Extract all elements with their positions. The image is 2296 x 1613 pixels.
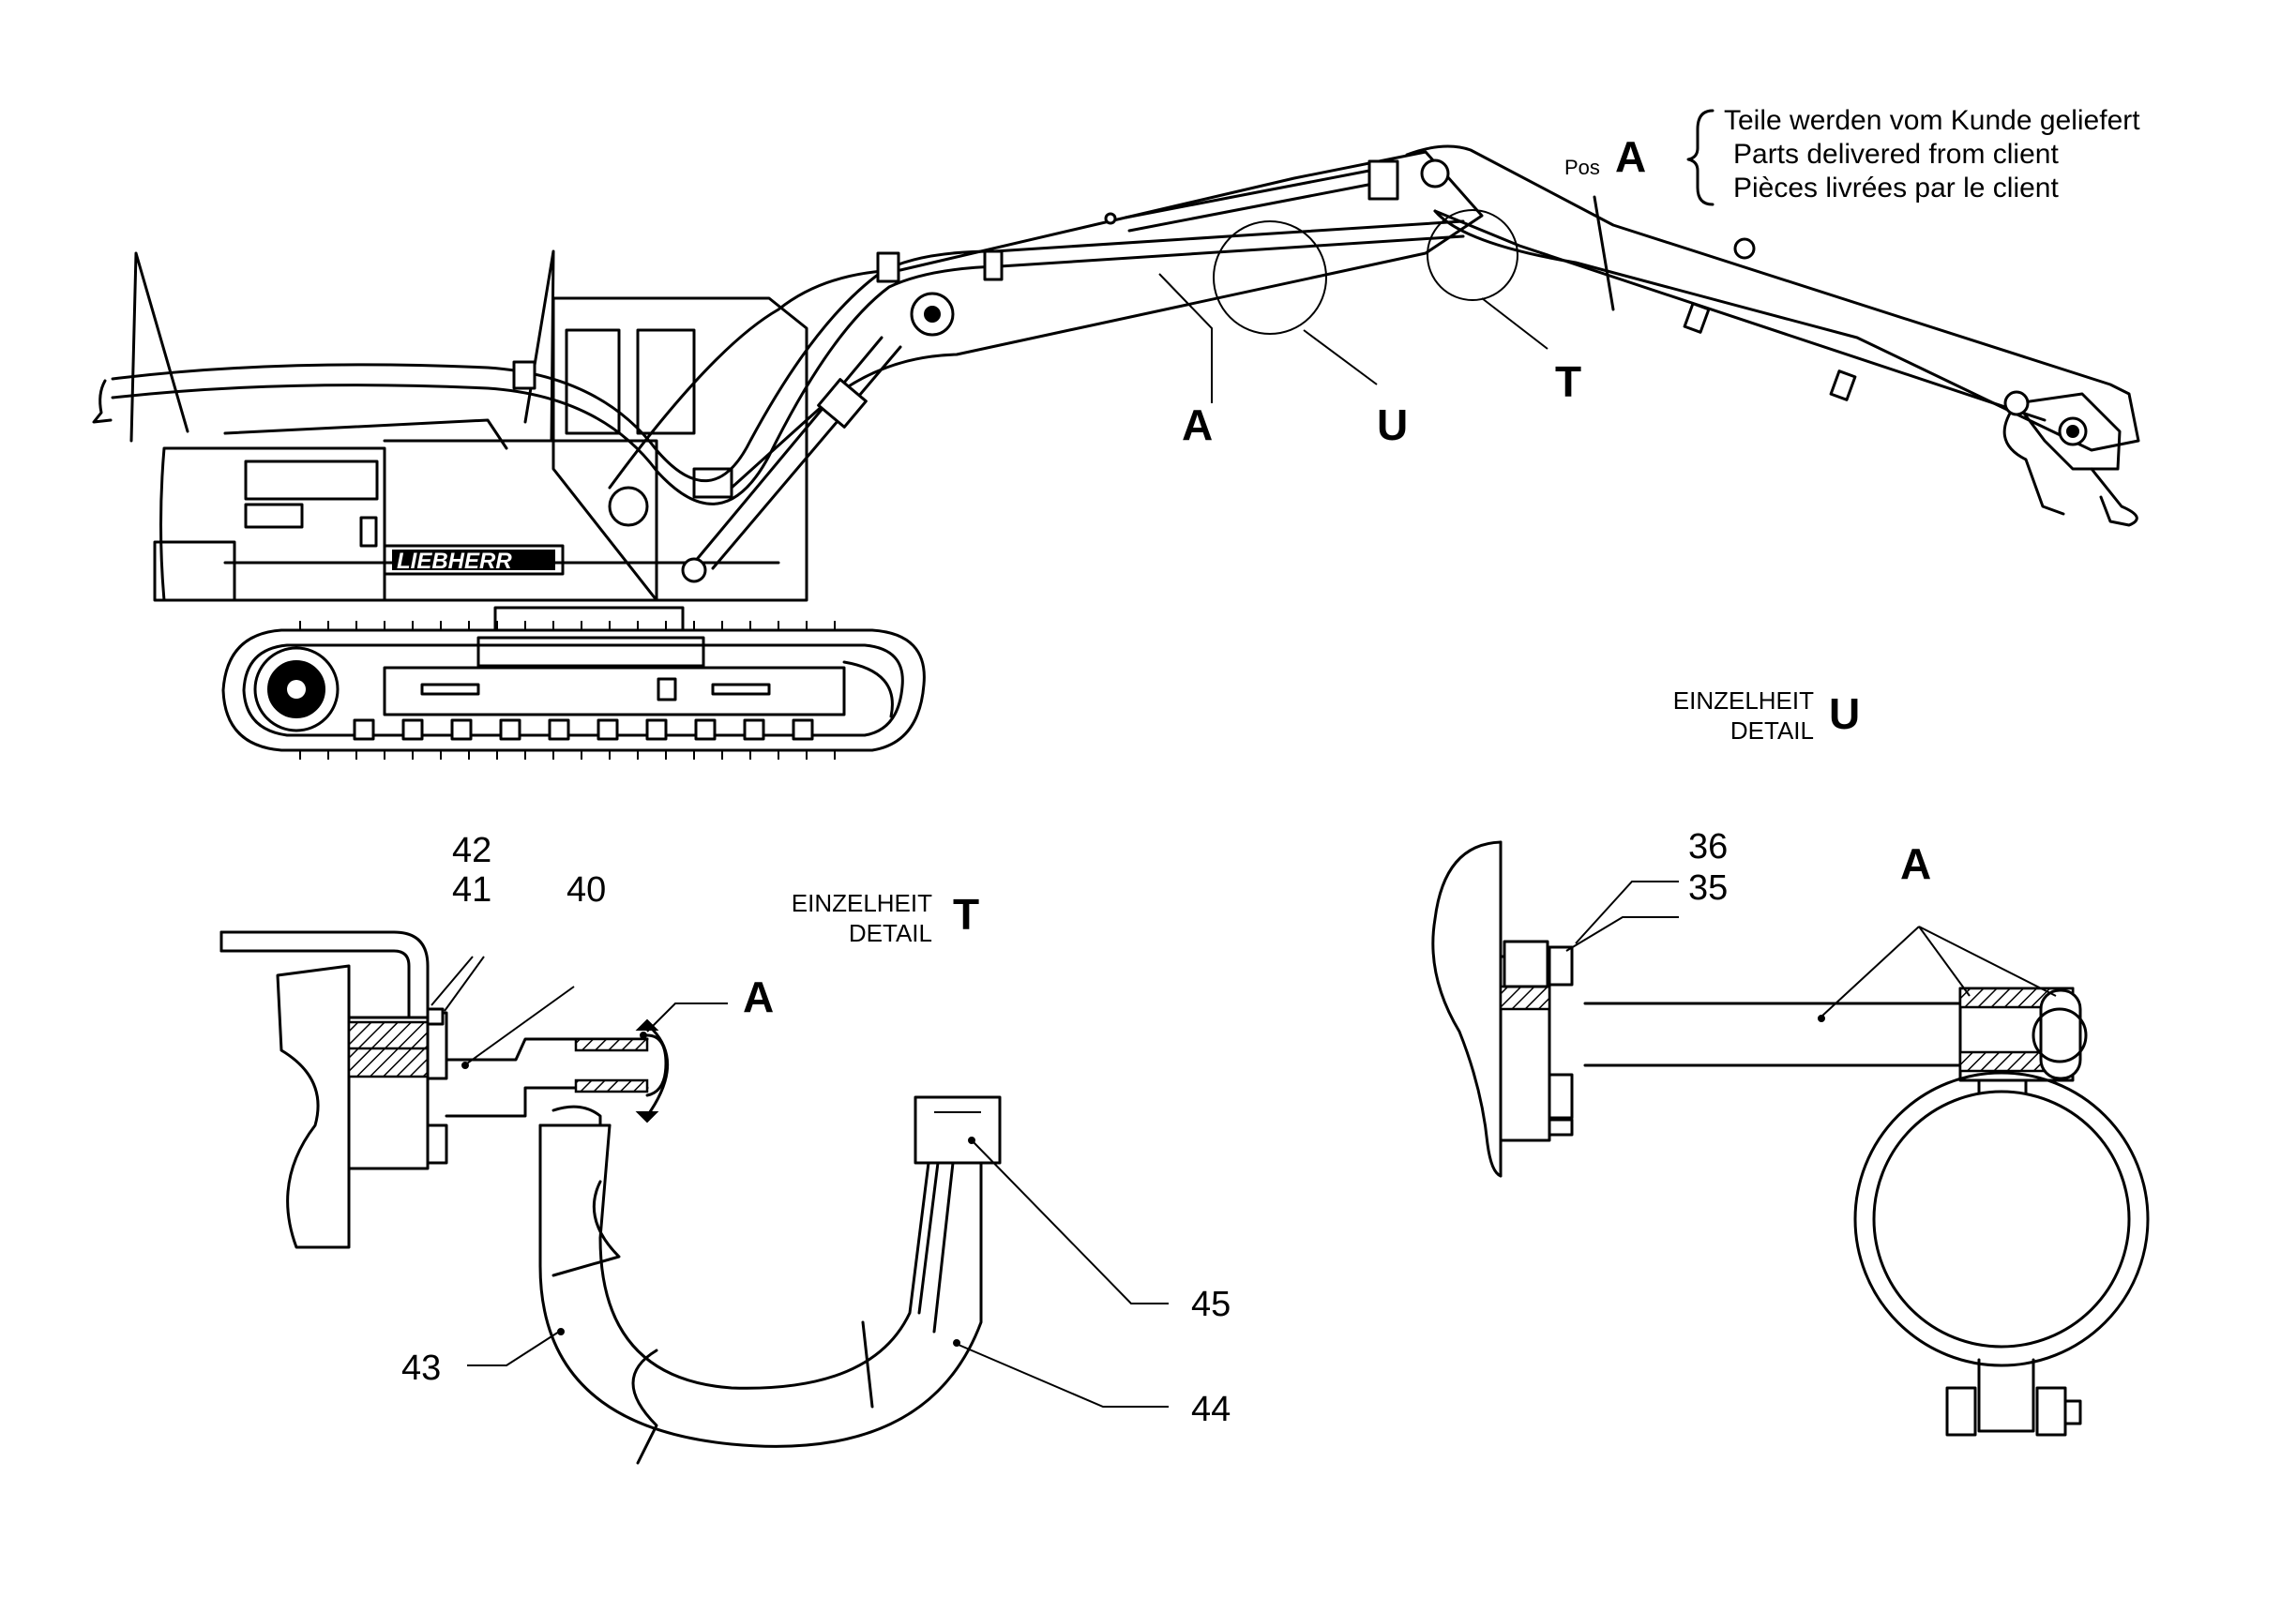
part-44: 44 bbox=[1191, 1390, 1231, 1429]
upper-structure: LIEBHERR bbox=[92, 249, 808, 632]
detail-circle-T bbox=[1427, 209, 1518, 301]
pos-brace bbox=[1686, 109, 1714, 206]
client-note-en: Parts delivered from client bbox=[1733, 139, 2059, 170]
label-U-main: U bbox=[1377, 400, 1409, 449]
detail-U-label-A: A bbox=[1900, 839, 1932, 888]
part-45: 45 bbox=[1191, 1285, 1231, 1324]
detail-T-label-A: A bbox=[743, 972, 775, 1021]
boom bbox=[111, 144, 2140, 583]
pos-letter: A bbox=[1615, 132, 1647, 181]
detail-T-heading-2: DETAIL bbox=[848, 919, 932, 947]
excavator: LIEBHERR bbox=[92, 144, 2140, 760]
detail-U-heading-2: DETAIL bbox=[1730, 716, 1814, 745]
part-41: 41 bbox=[452, 870, 492, 910]
part-36: 36 bbox=[1688, 827, 1729, 867]
crawler-track bbox=[221, 621, 926, 760]
detail-T-drawing bbox=[219, 930, 1169, 1465]
detail-circle-U bbox=[1213, 220, 1327, 335]
detail-T-heading-1: EINZELHEIT bbox=[791, 889, 932, 917]
label-A-main: A bbox=[1182, 400, 1214, 449]
detail-U-heading-1: EINZELHEIT bbox=[1672, 686, 1814, 715]
client-note-fr: Pièces livrées par le client bbox=[1733, 173, 2059, 204]
part-40: 40 bbox=[566, 870, 607, 910]
detail-T-letter: T bbox=[953, 890, 980, 939]
part-43: 43 bbox=[401, 1349, 442, 1388]
client-note-de: Teile werden vom Kunde geliefert bbox=[1724, 105, 2140, 136]
detail-U-letter: U bbox=[1829, 689, 1861, 738]
pos-prefix: Pos bbox=[1564, 156, 1600, 179]
label-T-main: T bbox=[1555, 357, 1582, 406]
detail-U-drawing bbox=[1431, 840, 2150, 1437]
brand-logo: LIEBHERR bbox=[397, 549, 512, 574]
part-35: 35 bbox=[1688, 868, 1729, 908]
part-42: 42 bbox=[452, 831, 492, 870]
